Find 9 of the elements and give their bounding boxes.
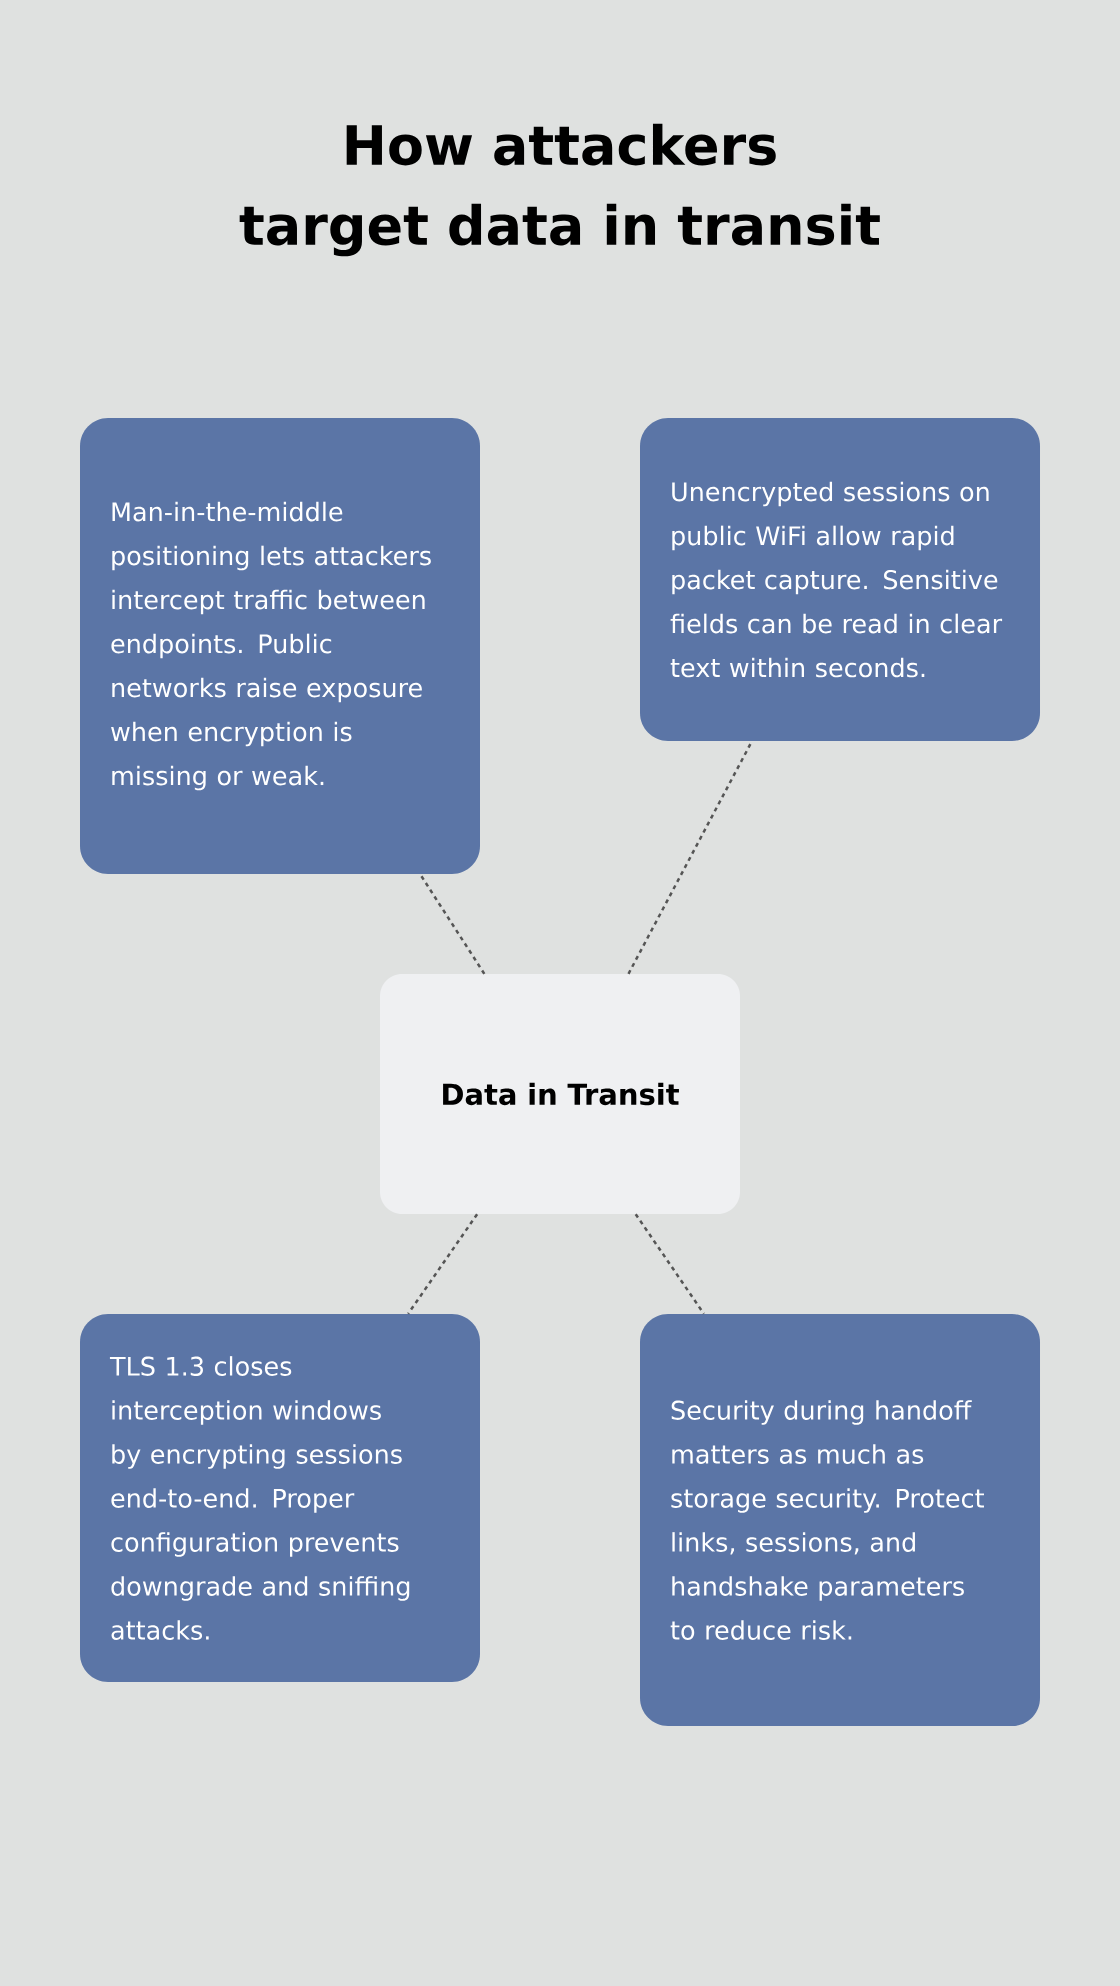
info-card: Security during handoff matters as much as storage security. Protect links, sessions, and handshake parameters to reduce risk.: [640, 1314, 1040, 1726]
info-card: TLS 1.3 closes interception windows by encrypting sessions end-to-end. Proper configuration prevents downgrade and sniffing attacks.: [80, 1314, 480, 1682]
dotted-connector: [419, 873, 486, 975]
dotted-connector: [407, 1213, 479, 1315]
title: How attackers target data in transit: [239, 123, 880, 257]
info-card: Man-in-the-middle positioning lets attackers intercept traffic between endpoints. Public networks raise exposure when encryption is missing or weak.: [80, 418, 480, 874]
center-box: Data in Transit: [380, 974, 740, 1214]
info-card: Unencrypted sessions on public WiFi allow rapid packet capture. Sensitive fields can be read in clear text within seconds.: [640, 418, 1040, 741]
dotted-connector: [634, 1213, 705, 1315]
